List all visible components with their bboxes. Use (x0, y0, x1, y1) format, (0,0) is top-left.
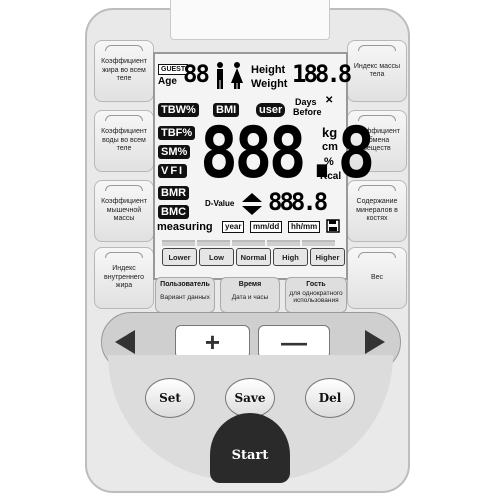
cross-arrows-icon: ✕ (325, 95, 334, 106)
guest-button-sub: для однократного использования (289, 290, 343, 304)
time-button[interactable]: Время Дата и часы (220, 277, 280, 313)
body-water-ratio-button[interactable]: Коэффициент воды во всем теле (94, 110, 154, 172)
right-arrow-icon[interactable] (365, 330, 385, 354)
main-digits: 888.8 (200, 112, 375, 194)
measuring-label: measuring (157, 221, 213, 233)
bmr-indicator: BMR (158, 186, 190, 200)
guest-button-title: Гость (306, 281, 326, 288)
del-button[interactable]: Del (305, 378, 355, 418)
weight-label-lcd: Weight (251, 78, 288, 90)
metabolism-ratio-button[interactable]: Коэффициент обмена веществ (347, 110, 407, 172)
tbf-indicator: TBF% (158, 126, 196, 140)
weight-label: Вес (370, 273, 384, 281)
minus-button[interactable]: — (258, 325, 330, 359)
scale-bar (302, 240, 335, 246)
unit-kcal: Kcal (320, 171, 342, 182)
time-button-title: Время (238, 281, 262, 288)
bmi-button[interactable]: Индекс массы тела (347, 40, 407, 102)
bmi-label: Индекс массы тела (353, 62, 401, 79)
scale-bar (162, 240, 195, 246)
scale-normal: Normal (236, 248, 271, 266)
bmi-indicator: BMI (213, 103, 240, 117)
scale-labels: Lower Low Normal High Higher (162, 248, 345, 266)
height-weight-digits: 188.8 (292, 60, 352, 88)
save-disk-icon (326, 219, 340, 233)
scale-low: Low (199, 248, 234, 266)
dvalue-digits: 888.8 (268, 188, 328, 216)
set-button[interactable]: Set (145, 378, 195, 418)
tbw-indicator: TBW% (158, 103, 199, 117)
bone-mineral-button[interactable]: Содержание минералов в костях (347, 180, 407, 242)
days-label: Days (295, 97, 317, 107)
mmdd-indicator: mm/dd (250, 221, 283, 233)
top-tab (170, 0, 330, 40)
muscle-mass-ratio-label: Коэффициент мышечной массы (101, 198, 147, 223)
body-fat-ratio-label: Коэффициент жира во всем теле (101, 58, 147, 83)
time-button-sub: Дата и часы (231, 294, 269, 301)
body-water-ratio-label: Коэффициент воды во всем теле (101, 128, 147, 153)
unit-percent: % (324, 156, 334, 168)
start-button[interactable]: Start (210, 413, 290, 483)
bmc-indicator: BMC (158, 205, 190, 219)
sm-indicator: SM% (158, 145, 191, 159)
user-button[interactable]: Пользователь Вариант данных (155, 277, 215, 313)
scale-bar (197, 240, 230, 246)
height-label: Height (251, 64, 286, 76)
user-button-title: Пользователь (160, 281, 210, 288)
guest-indicator: GUEST (158, 64, 189, 75)
hhmm-indicator: hh/mm (288, 221, 321, 233)
visceral-fat-index-label: Индекс внутреннего жира (104, 265, 144, 290)
year-indicator: year (222, 221, 245, 233)
unit-cm: cm (322, 141, 338, 153)
scale-bar (267, 240, 300, 246)
plus-button[interactable]: + (175, 325, 250, 359)
scale-lower: Lower (162, 248, 197, 266)
users-icon (217, 62, 243, 89)
dvalue-label: D-Value (205, 199, 235, 208)
save-button[interactable]: Save (225, 378, 275, 418)
scale-bars (162, 240, 335, 246)
up-down-arrows-icon (242, 193, 262, 215)
user-indicator: user (256, 103, 286, 117)
visceral-fat-index-button[interactable]: Индекс внутреннего жира (94, 247, 154, 309)
weight-button[interactable]: Вес (347, 247, 407, 309)
before-label: Before (293, 107, 322, 117)
body-fat-ratio-button[interactable]: Коэффициент жира во всем теле (94, 40, 154, 102)
metabolism-ratio-label: Коэффициент обмена веществ (354, 128, 400, 153)
scale-high: High (273, 248, 308, 266)
user-button-sub: Вариант данных (160, 294, 210, 301)
muscle-mass-ratio-button[interactable]: Коэффициент мышечной массы (94, 180, 154, 242)
left-arrow-icon[interactable] (115, 330, 135, 354)
guest-button[interactable]: Гость для однократного использования (285, 277, 347, 313)
unit-kg: kg (322, 125, 338, 140)
age-digits: 88 (183, 60, 210, 88)
scale-bar (232, 240, 265, 246)
vfi-indicator: VFI (158, 164, 188, 178)
bone-mineral-label: Содержание минералов в костях (356, 198, 398, 223)
scale-higher: Higher (310, 248, 345, 266)
age-label: Age (158, 76, 177, 87)
